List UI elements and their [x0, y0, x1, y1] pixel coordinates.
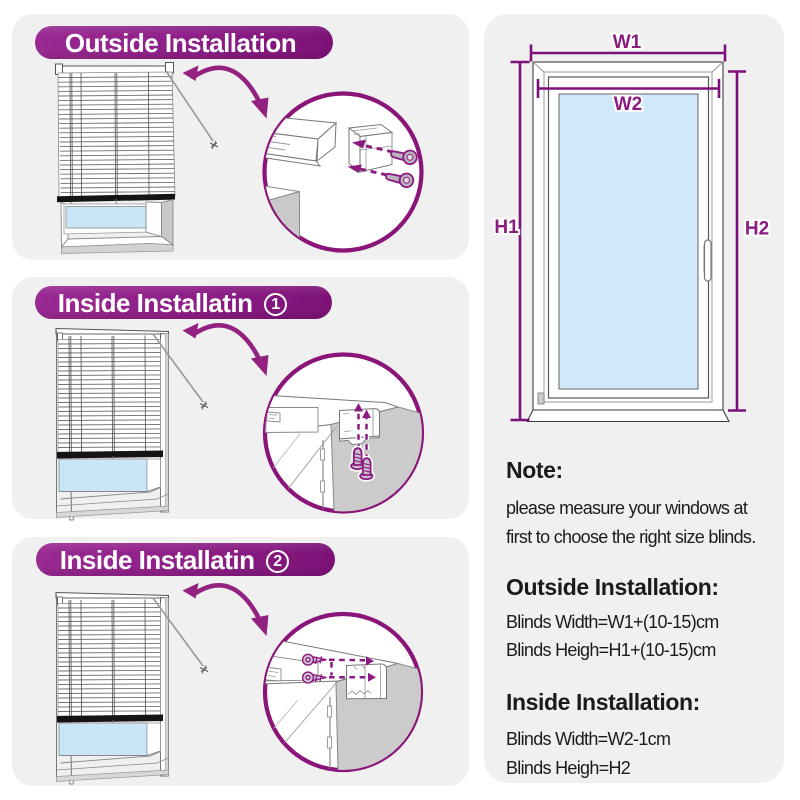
svg-text:W2: W2: [614, 94, 643, 115]
svg-text:H2: H2: [745, 219, 769, 240]
svg-text:H1: H1: [494, 217, 519, 238]
svg-text:W1: W1: [613, 32, 642, 53]
